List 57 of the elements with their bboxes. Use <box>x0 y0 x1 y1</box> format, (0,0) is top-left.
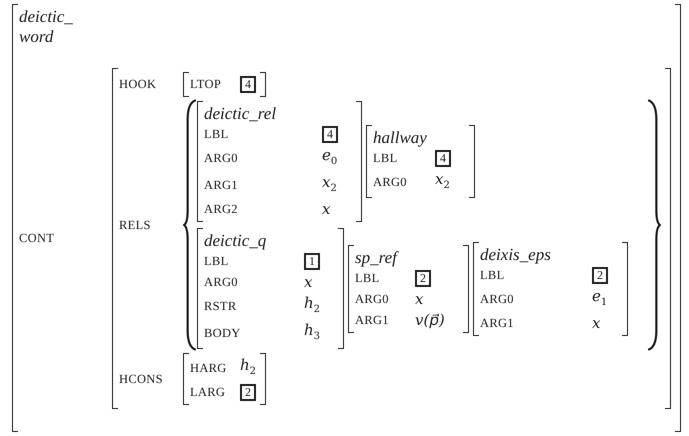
feature-value: e$_{1}$ <box>592 286 608 310</box>
feature-label: ARG1 <box>355 312 389 328</box>
feature-label: ARG0 <box>204 150 238 167</box>
attribute-value-matrix <box>348 244 469 332</box>
feature-label: LTOP <box>190 76 222 93</box>
coindex-tag: 2 <box>592 266 608 284</box>
feature-label: HCONS <box>119 370 163 388</box>
feature-label: BODY <box>204 325 241 342</box>
coindex-tag: 4 <box>322 126 338 143</box>
feature-value: x <box>304 272 312 293</box>
feature-label: LBL <box>480 266 505 284</box>
attribute-value-matrix <box>473 242 628 336</box>
coindex-tag: 2 <box>415 270 431 286</box>
feature-label: CONT <box>19 230 54 247</box>
attribute-value-matrix <box>197 228 344 349</box>
feature-value: x <box>592 312 600 334</box>
feature-label: ARG0 <box>204 274 238 291</box>
feature-value: x$_{2}$ <box>435 169 450 193</box>
type-label: deictic_ word <box>19 6 74 47</box>
attribute-value-matrix <box>12 4 681 432</box>
coindex-tag: 4 <box>240 76 256 93</box>
feature-label: ARG0 <box>480 290 514 308</box>
feature-label: HOOK <box>119 76 156 93</box>
feature-label: LBL <box>355 270 380 286</box>
coindex-tag: 2 <box>240 384 256 401</box>
feature-value: h$_{2}$ <box>304 293 320 317</box>
coindex-tag: 4 <box>435 150 451 167</box>
type-label: deictic_rel <box>204 103 278 124</box>
feature-label: HARG <box>190 360 227 377</box>
attribute-value-matrix <box>366 125 475 198</box>
attribute-value-matrix <box>112 68 671 409</box>
attribute-value-matrix <box>197 101 362 222</box>
attribute-value-matrix <box>183 72 266 97</box>
coindex-tag: 1 <box>304 253 320 270</box>
feature-value: h$_{2}$ <box>240 355 256 379</box>
feature-label: ARG0 <box>373 174 407 191</box>
feature-label: LARG <box>190 384 226 401</box>
type-label: deictic_q <box>204 230 268 251</box>
feature-value: x <box>322 199 330 220</box>
feature-label: ARG0 <box>355 290 389 308</box>
feature-value: h$_{3}$ <box>304 320 320 344</box>
feature-value: e$_{0}$ <box>322 145 338 169</box>
feature-label: ARG1 <box>480 314 514 332</box>
type-label: hallway <box>373 127 428 148</box>
feature-label: LBL <box>373 150 398 167</box>
feature-label: LBL <box>204 126 229 143</box>
feature-value: x <box>415 288 424 310</box>
type-label: deixis_eps <box>480 244 552 264</box>
feature-value: v(p⃗) <box>415 310 445 330</box>
feature-label: RELS <box>119 216 151 234</box>
feature-label: ARG2 <box>204 201 238 218</box>
feature-label: ARG1 <box>204 177 238 194</box>
feature-value: x$_{2}$ <box>322 172 337 196</box>
attribute-value-matrix <box>183 353 266 405</box>
feature-label: RSTR <box>204 298 236 315</box>
type-label: sp_ref <box>355 246 400 268</box>
feature-label: LBL <box>204 253 229 270</box>
